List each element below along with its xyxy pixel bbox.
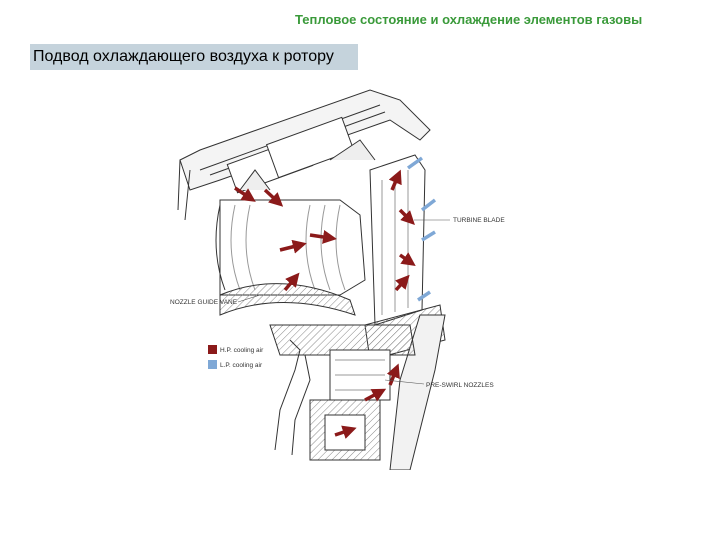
legend-label-hp: H.P. cooling air: [220, 347, 264, 354]
slide-title: Тепловое состояние и охлаждение элементо…: [295, 12, 643, 27]
nozzle-guide-vane: [215, 199, 366, 316]
legend-swatch-hp: [208, 345, 217, 354]
label-pre-swirl-nozzles: PRE-SWIRL NOZZLES: [426, 382, 494, 389]
rotor-disc: [269, 314, 446, 470]
lp-airflow-arrows: [406, 156, 437, 302]
legend-label-lp: L.P. cooling air: [220, 362, 263, 369]
callout-leaders: [237, 219, 450, 385]
caption-box: [30, 44, 358, 70]
hp-airflow-arrows: [234, 169, 416, 439]
label-turbine-blade: TURBINE BLADE: [453, 217, 505, 224]
label-nozzle-guide-vane: NOZZLE GUIDE VANE: [170, 299, 238, 306]
outer-casing: [177, 89, 431, 221]
turbine-cooling-diagram: TURBINE BLADE NOZZLE GUIDE VANE PRE-SWIR…: [170, 89, 505, 470]
legend: H.P. cooling air L.P. cooling air: [208, 345, 264, 369]
caption-text: Подвод охлаждающего воздуха к ротору: [33, 48, 334, 65]
legend-swatch-lp: [208, 360, 217, 369]
